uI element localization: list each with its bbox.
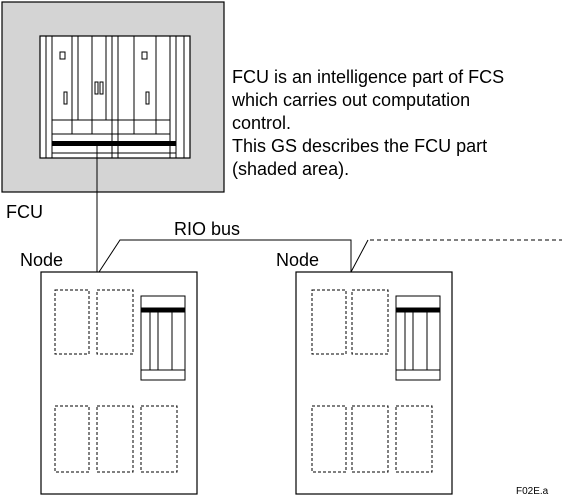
fcu-panel <box>1 1 225 193</box>
description-line: This GS describes the FCU part <box>232 136 488 156</box>
node-right-slot <box>351 289 389 355</box>
node-right-slot <box>311 289 347 355</box>
figure-id-label: F02E.a <box>516 486 549 497</box>
rio-bus-line <box>98 239 352 273</box>
node-right-connector <box>350 239 369 273</box>
fcu-bus-bar <box>52 141 176 146</box>
node-right-slot <box>395 405 433 473</box>
node-right-slot <box>311 405 347 473</box>
node-left-slot <box>140 405 178 473</box>
node-right-slot <box>351 405 389 473</box>
node-left-slot <box>54 289 90 355</box>
fcu-cabinet <box>39 35 191 159</box>
description-line: which carries out computation <box>232 90 471 110</box>
connection-lines <box>96 146 562 273</box>
node-left-slot <box>96 405 134 473</box>
node-right <box>295 271 453 495</box>
node-left-slot <box>54 405 90 473</box>
node-left-io-module <box>140 295 186 381</box>
node-left-slot <box>96 289 134 355</box>
node-left-cabinet <box>40 271 198 495</box>
node-left <box>40 271 198 495</box>
fcu-description: FCU is an intelligence part of FCS which… <box>232 66 504 181</box>
description-line: control. <box>232 113 292 133</box>
rio-bus-label: RIO bus <box>174 219 241 239</box>
node-right-label: Node <box>276 250 320 270</box>
node-right-cabinet <box>295 271 453 495</box>
node-left-label: Node <box>20 250 64 270</box>
node-right-io-module <box>395 295 441 381</box>
description-line: FCU is an intelligence part of FCS <box>232 67 505 87</box>
description-line: (shaded area). <box>232 159 350 179</box>
fcu-label: FCU <box>6 202 43 222</box>
